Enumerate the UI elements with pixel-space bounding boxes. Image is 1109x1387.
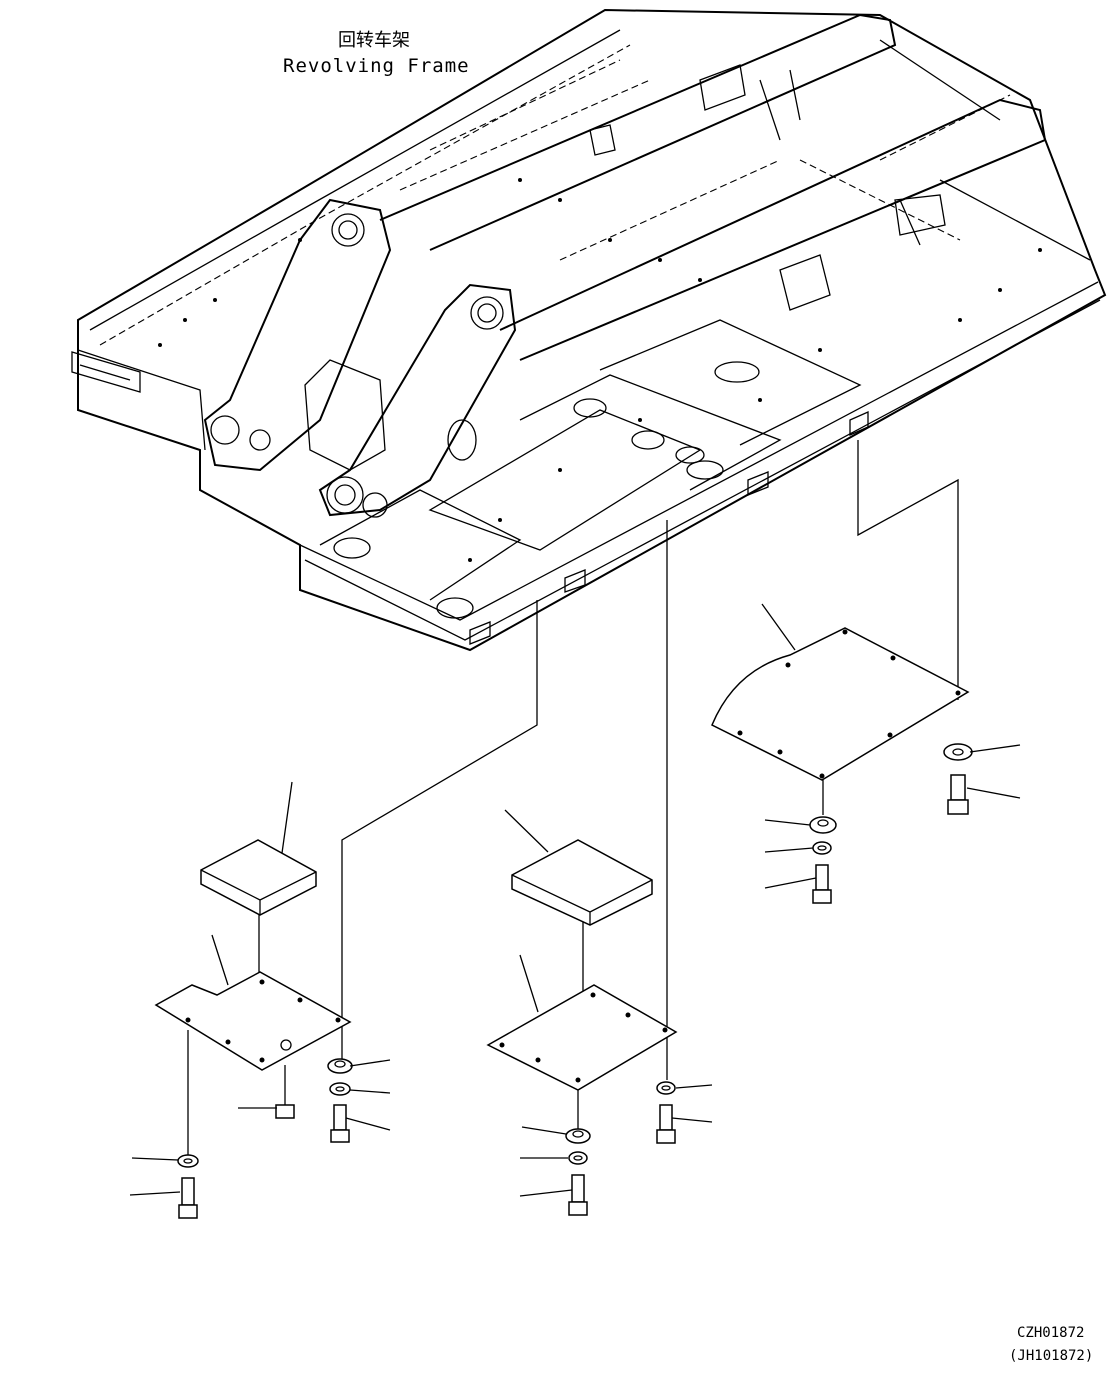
- center-cover-plate: [486, 984, 678, 1091]
- revolving-frame: [71, 8, 1107, 652]
- frame-title-english: Revolving Frame: [283, 55, 470, 77]
- center-pad: [511, 839, 653, 926]
- left-pad: [200, 839, 317, 916]
- drawing-code: CZH01872: [1017, 1325, 1085, 1341]
- right-cover-plate: [711, 627, 970, 781]
- drawing-code-secondary: (JH101872): [1009, 1348, 1094, 1364]
- left-cover-assembly: [129, 781, 391, 1219]
- center-cover-assembly: [486, 809, 713, 1216]
- frame-title-chinese: 回转车架: [338, 30, 410, 51]
- left-cover-plate: [154, 971, 352, 1071]
- right-cover-assembly: [711, 603, 1021, 904]
